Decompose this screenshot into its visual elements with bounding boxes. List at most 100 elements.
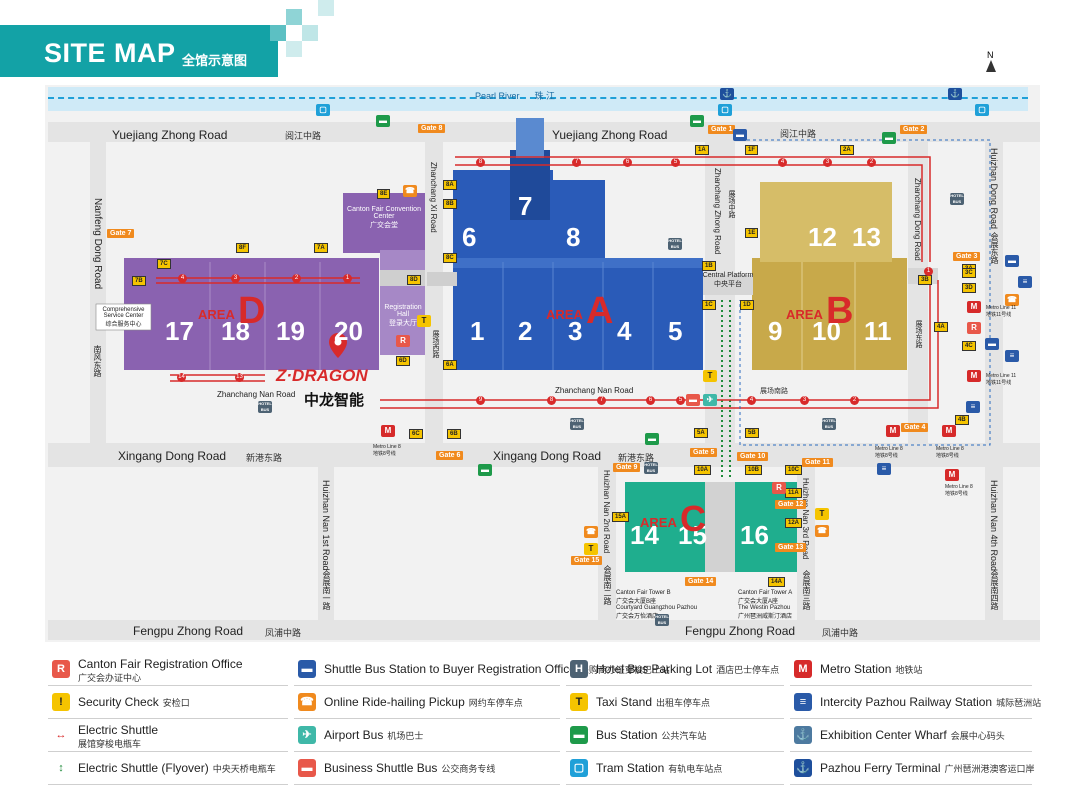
shuttle-stop-d2[interactable]: 2	[292, 274, 301, 283]
railway-icon[interactable]: ≡	[966, 401, 980, 413]
security-6c[interactable]: 6C	[409, 429, 423, 439]
gate-5[interactable]: Gate 5	[690, 448, 718, 457]
metro-icon[interactable]: M	[945, 469, 959, 481]
shuttle-stop-1[interactable]: 2	[867, 158, 876, 167]
hall-number[interactable]: 15	[678, 520, 707, 550]
registration-office-icon[interactable]: R	[772, 482, 786, 494]
security-5a[interactable]: 5A	[694, 428, 708, 438]
security-6b[interactable]: 6B	[447, 429, 461, 439]
security-15a[interactable]: 15A	[612, 512, 630, 522]
hotel-bus-icon[interactable]: HOTEL BUS	[570, 418, 584, 430]
security-3c[interactable]: 3C	[962, 268, 976, 278]
security-1c[interactable]: 1C	[702, 300, 716, 310]
shuttle-stop-4[interactable]: 4	[778, 158, 787, 167]
shuttle-stop-14[interactable]: 14	[177, 373, 186, 382]
shuttle-bus-station-icon[interactable]: ▬	[985, 338, 999, 350]
security-4c[interactable]: 4C	[962, 341, 976, 351]
shuttle-stop-3[interactable]: 3	[823, 158, 832, 167]
business-shuttle-icon[interactable]: ▬	[686, 394, 700, 406]
taxi-icon[interactable]: T	[584, 543, 598, 555]
taxi-icon[interactable]: T	[417, 315, 431, 327]
gate-10[interactable]: Gate 10	[737, 452, 769, 461]
shuttle-bus-station-icon[interactable]: ▬	[1005, 255, 1019, 267]
hall-number[interactable]: 17	[165, 316, 194, 346]
hotel-bus-icon[interactable]: HOTEL BUS	[822, 418, 836, 430]
taxi-icon[interactable]: T	[815, 508, 829, 520]
hall-number[interactable]: 3	[568, 316, 583, 346]
shuttle-stop-d3[interactable]: 3	[231, 274, 240, 283]
metro-icon[interactable]: M	[967, 301, 981, 313]
gate-4[interactable]: Gate 4	[901, 423, 929, 432]
security-4a[interactable]: 4A	[934, 322, 948, 332]
security-1f[interactable]: 1F	[745, 145, 759, 155]
shuttle-stop-d1[interactable]: 1	[343, 274, 352, 283]
gate-11[interactable]: Gate 11	[802, 458, 833, 467]
hall-number[interactable]: 12	[808, 222, 837, 252]
metro-icon[interactable]: M	[381, 425, 395, 437]
security-11a[interactable]: 11A	[785, 488, 802, 498]
security-1d[interactable]: 1D	[740, 300, 754, 310]
hall-number[interactable]: 13	[852, 222, 881, 252]
registration-office-icon[interactable]: R	[396, 335, 410, 347]
shuttle-stop-9[interactable]: 9	[476, 396, 485, 405]
gate-13[interactable]: Gate 13	[775, 543, 807, 552]
shuttle-stop-3s[interactable]: 3	[800, 396, 809, 405]
security-10a[interactable]: 10A	[694, 465, 712, 475]
gate-1[interactable]: Gate 1	[708, 125, 736, 134]
shuttle-stop-5[interactable]: 5	[671, 158, 680, 167]
security-8e[interactable]: 8E	[377, 189, 391, 199]
gate-15[interactable]: Gate 15	[571, 556, 603, 565]
airport-bus-icon[interactable]: ✈	[703, 394, 717, 406]
hotel-bus-icon[interactable]: HOTEL BUS	[655, 614, 669, 626]
hall-number[interactable]: 19	[276, 316, 305, 346]
security-1e[interactable]: 1E	[745, 228, 759, 238]
security-6a[interactable]: 6A	[443, 360, 457, 370]
security-8f[interactable]: 8F	[236, 243, 250, 253]
shuttle-stop-13[interactable]: 13	[235, 373, 244, 382]
hall-number[interactable]: 18	[221, 316, 250, 346]
security-8a[interactable]: 8A	[443, 180, 457, 190]
hall-number[interactable]: 10	[812, 316, 841, 346]
ride-hailing-icon[interactable]: ☎	[403, 185, 417, 197]
railway-icon[interactable]: ≡	[1018, 276, 1032, 288]
wharf-icon[interactable]: ⚓	[720, 88, 734, 100]
security-5b[interactable]: 5B	[745, 428, 759, 438]
hall-number[interactable]: 6	[462, 222, 477, 252]
metro-icon[interactable]: M	[967, 370, 981, 382]
hall-number[interactable]: 1	[470, 316, 485, 346]
ferry-icon[interactable]: ⚓	[948, 88, 962, 100]
registration-office-icon[interactable]: R	[967, 322, 981, 334]
bus-station-icon[interactable]: ▬	[645, 433, 659, 445]
shuttle-stop-6s[interactable]: 6	[646, 396, 655, 405]
shuttle-stop-4s[interactable]: 4	[747, 396, 756, 405]
security-8b[interactable]: 8B	[443, 199, 457, 209]
security-7c[interactable]: 7C	[157, 259, 171, 269]
hall-number[interactable]: 2	[518, 316, 533, 346]
bus-station-icon[interactable]: ▬	[690, 115, 704, 127]
security-2a[interactable]: 2A	[840, 145, 854, 155]
security-10b[interactable]: 10B	[745, 465, 763, 475]
shuttle-stop-8[interactable]: 8	[476, 158, 485, 167]
gate-3[interactable]: Gate 3	[953, 252, 981, 261]
hall-number[interactable]: 16	[740, 520, 769, 550]
tram-icon[interactable]: ▢	[718, 104, 732, 116]
hotel-bus-icon[interactable]: HOTEL BUS	[644, 462, 658, 474]
shuttle-stop-7s[interactable]: 7	[597, 396, 606, 405]
security-7a[interactable]: 7A	[314, 243, 328, 253]
security-14a[interactable]: 14A	[768, 577, 786, 587]
shuttle-stop-1b[interactable]: 1	[924, 267, 933, 276]
hall-number[interactable]: 4	[617, 316, 632, 346]
shuttle-stop-8s[interactable]: 8	[547, 396, 556, 405]
taxi-icon[interactable]: T	[703, 370, 717, 382]
gate-6[interactable]: Gate 6	[436, 451, 464, 460]
metro-icon[interactable]: M	[886, 425, 900, 437]
security-3d[interactable]: 3D	[962, 283, 976, 293]
shuttle-stop-6[interactable]: 6	[623, 158, 632, 167]
bus-station-icon[interactable]: ▬	[882, 132, 896, 144]
security-8c[interactable]: 8C	[443, 253, 457, 263]
ride-hailing-icon[interactable]: ☎	[815, 525, 829, 537]
bus-station-icon[interactable]: ▬	[478, 464, 492, 476]
gate-12[interactable]: Gate 12	[775, 500, 807, 509]
hall-number[interactable]: 14	[630, 520, 659, 550]
hall-number[interactable]: 20	[334, 316, 363, 346]
